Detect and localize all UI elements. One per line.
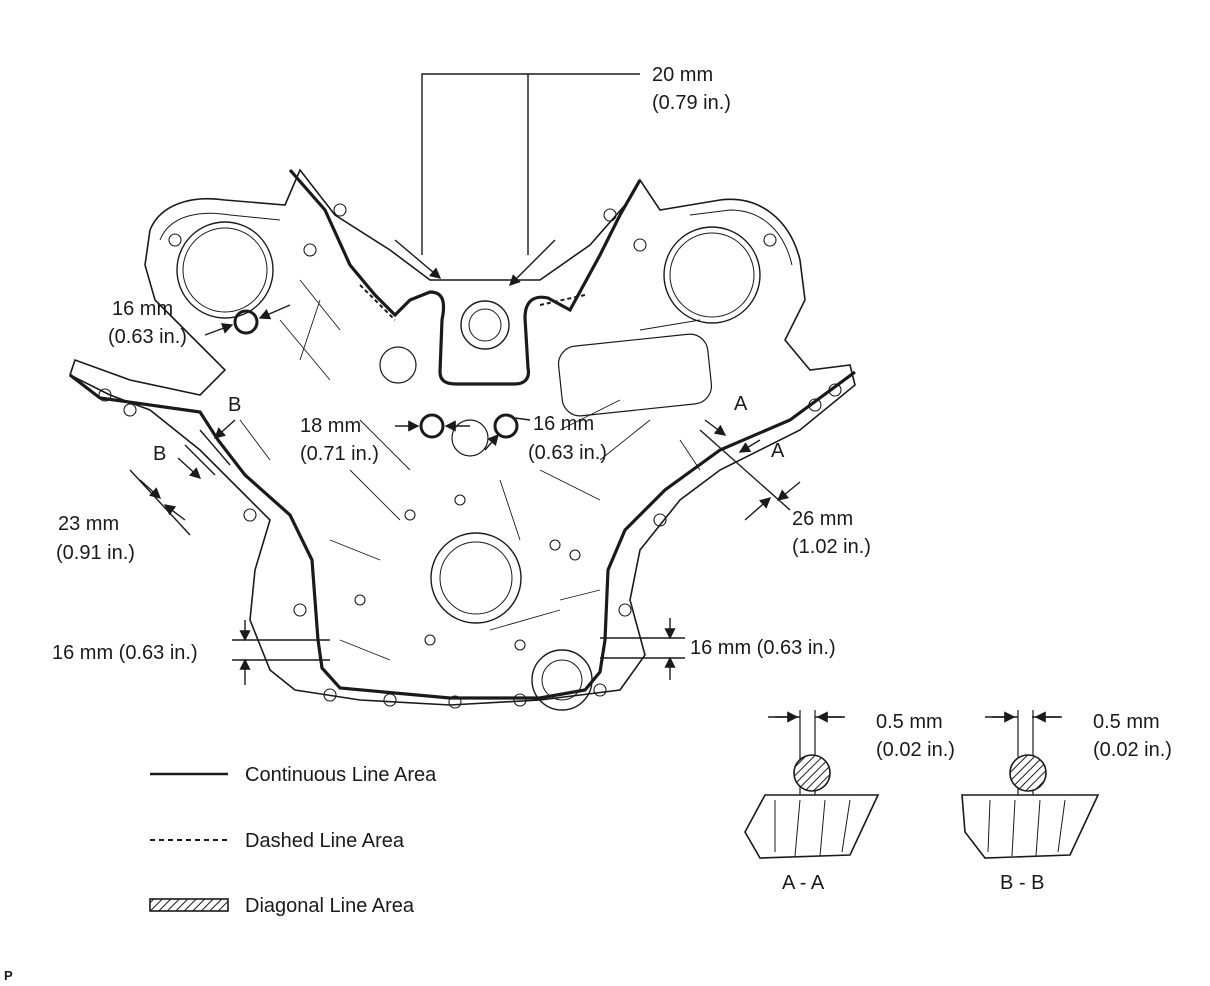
section-b-title: B - B: [1000, 872, 1044, 894]
section-b-dim-in: (0.02 in.): [1093, 739, 1172, 761]
dim-26mm-in: (1.02 in.): [792, 536, 871, 558]
section-a-title: A - A: [782, 872, 825, 894]
section-mark-a-lower: A: [771, 440, 785, 462]
section-mark-a-upper: A: [734, 393, 748, 415]
seal-ring-center-16: [493, 413, 519, 439]
dim-20mm-in: (0.79 in.): [652, 92, 731, 114]
legend-diagonal-swatch: [149, 898, 229, 912]
seal-ring-left: [233, 309, 259, 335]
section-mark-b-lower: B: [153, 443, 166, 465]
dim-center-18mm: 18 mm: [300, 415, 361, 437]
corner-mark: P: [4, 968, 13, 983]
section-a-dim-in: (0.02 in.): [876, 739, 955, 761]
dim-left-16mm-in: (0.63 in.): [108, 326, 187, 348]
legend: Continuous Line Area Dashed Line Area Di…: [149, 764, 437, 917]
dim-bottom-left-16mm: 16 mm (0.63 in.): [52, 642, 198, 664]
timing-cover-body: [69, 168, 856, 711]
sealant-bead-left: [69, 370, 856, 700]
dim-left-16mm: 16 mm: [112, 298, 173, 320]
dim-center-18mm-in: (0.71 in.): [300, 443, 379, 465]
dim-center-16mm: 16 mm: [533, 413, 594, 435]
legend-continuous-label: Continuous Line Area: [245, 764, 437, 786]
dim-center-16mm-in: (0.63 in.): [528, 442, 607, 464]
dim-bottom-right-16mm: 16 mm (0.63 in.): [690, 637, 836, 659]
legend-dashed-label: Dashed Line Area: [245, 830, 405, 852]
dim-23mm-in: (0.91 in.): [56, 542, 135, 564]
section-b-dim-mm: 0.5 mm: [1093, 711, 1160, 733]
dim-20mm: 20 mm: [652, 64, 713, 86]
section-mark-b-upper: B: [228, 394, 241, 416]
section-a-a: [744, 710, 880, 859]
dim-23mm: 23 mm: [58, 513, 119, 535]
seal-ring-center-18: [419, 413, 445, 439]
legend-diagonal-label: Diagonal Line Area: [245, 895, 415, 917]
section-a-dim-mm: 0.5 mm: [876, 711, 943, 733]
dim-26mm: 26 mm: [792, 508, 853, 530]
dimension-lines: [129, 73, 801, 685]
sealant-bead-dashed-left: [359, 284, 396, 321]
sealant-bead-dashed-right: [539, 294, 586, 306]
sealant-bead-continuous: [288, 168, 642, 386]
section-b-b: [961, 710, 1100, 859]
